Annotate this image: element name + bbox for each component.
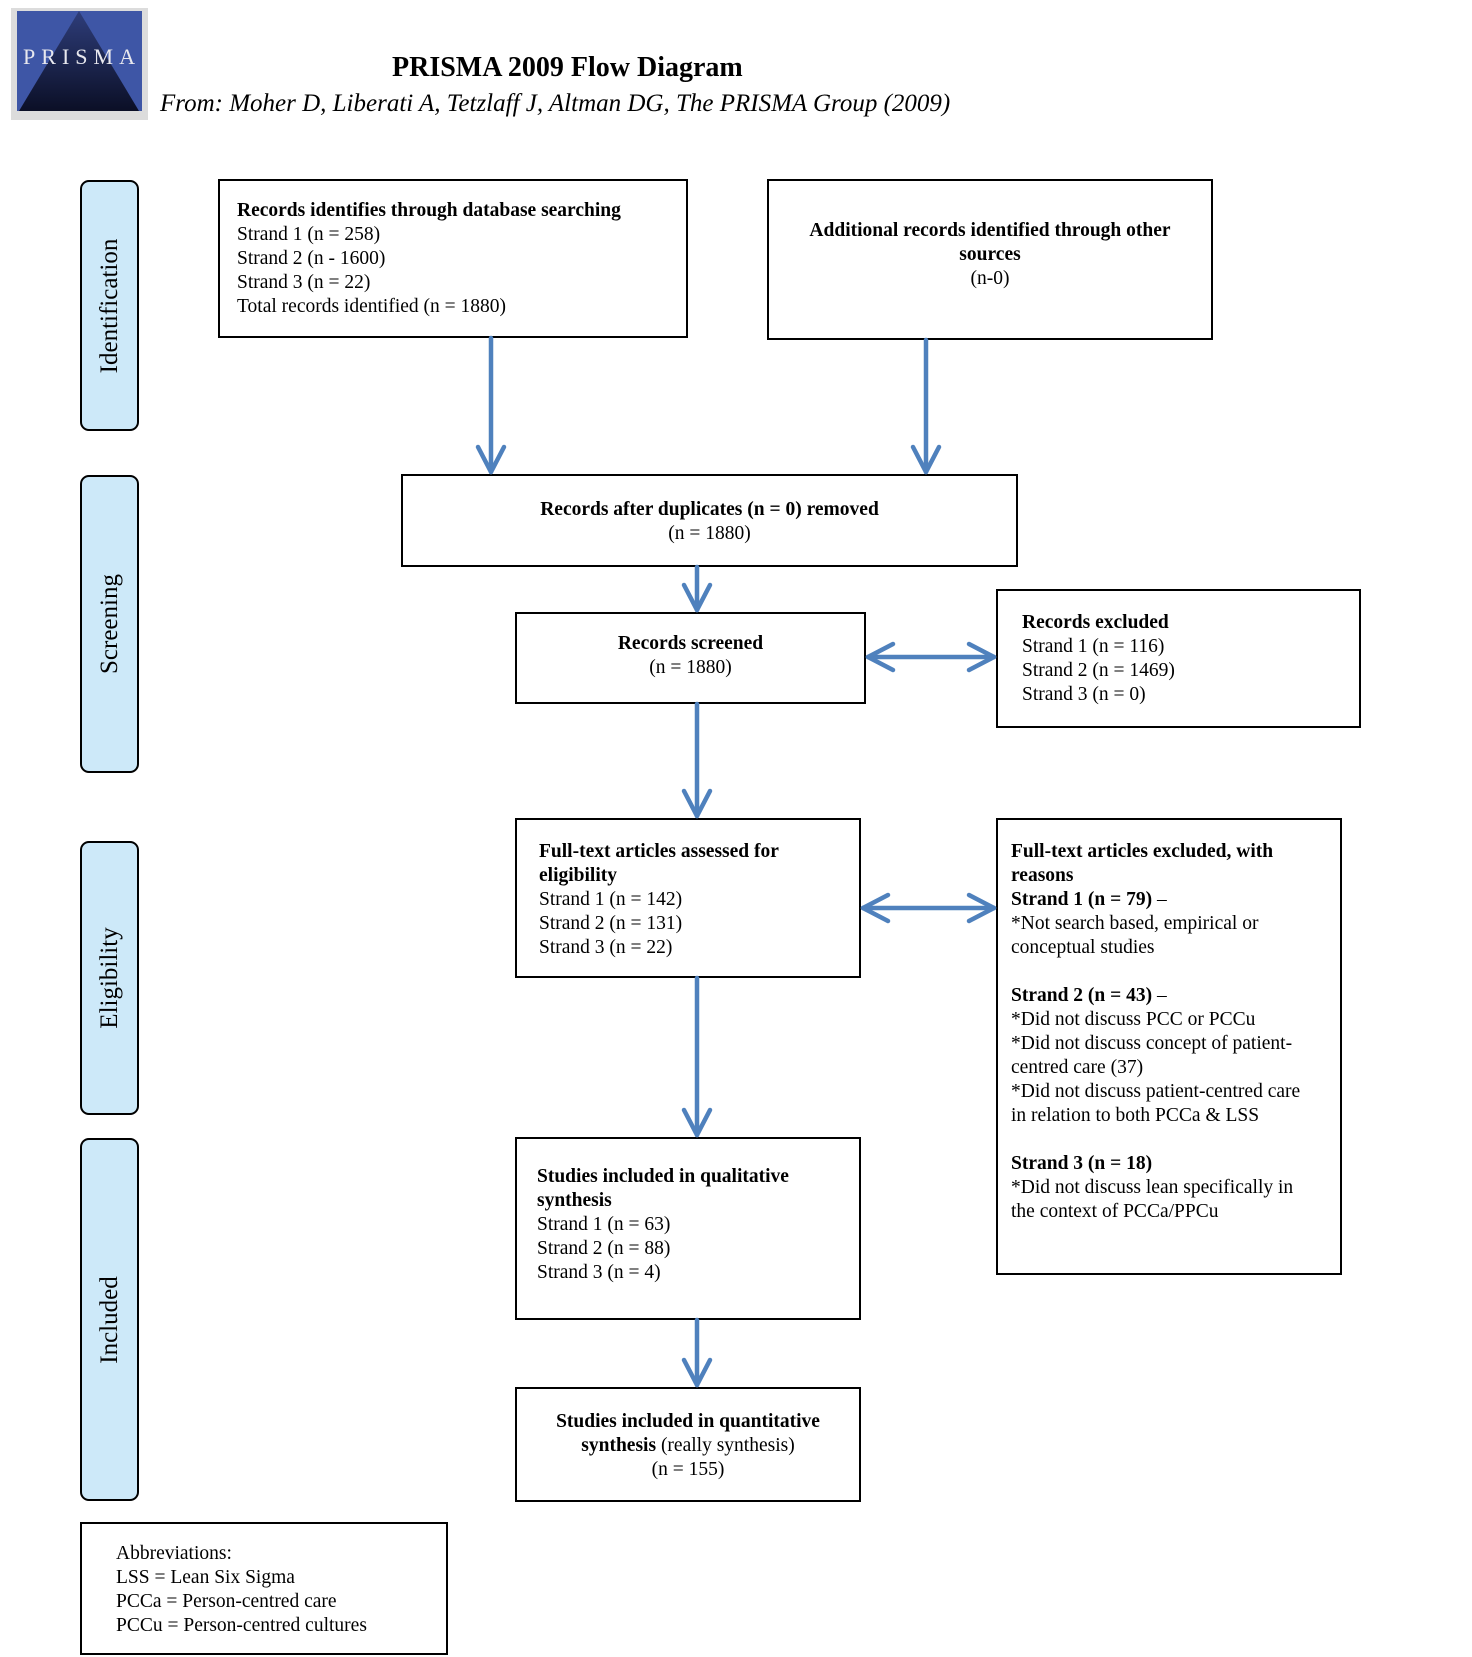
stage-identification: Identification [80,180,139,431]
reason-line: in relation to both PCCa & LSS [1011,1105,1260,1126]
other-sources-box: Additional records identified through ot… [767,179,1213,340]
database-records-box: Records identifies through database sear… [218,179,688,338]
box-title: Additional records identified through ot… [809,220,1171,241]
box-title: Abbreviations: [116,1543,232,1564]
box-title: synthesis [537,1190,612,1211]
abbreviation-line: PCCu = Person-centred cultures [116,1615,367,1636]
reason-line: centred care (37) [1011,1057,1144,1078]
stage-included: Included [80,1138,139,1501]
box-title: Studies included in quantitative [556,1411,820,1432]
box-title: Full-text articles excluded, with [1011,841,1274,862]
reason-line: *Did not discuss PCC or PCCu [1011,1009,1256,1030]
strand-dash: – [1152,889,1167,910]
abbreviation-line: LSS = Lean Six Sigma [116,1567,295,1588]
stage-screening: Screening [80,475,139,773]
duplicates-removed-box: Records after duplicates (n = 0) removed… [401,474,1018,567]
box-line: Strand 2 (n - 1600) [237,248,386,269]
strand2-heading: Strand 2 (n = 43) – [1011,984,1340,1008]
box-line: Strand 2 (n = 1469) [1022,660,1175,681]
box-line: Strand 3 (n = 22) [237,272,371,293]
box-title: Records identifies through database sear… [237,200,621,221]
box-line: Strand 3 (n = 4) [537,1262,661,1283]
reason-line: *Did not discuss concept of patient- [1011,1033,1293,1054]
strand1-heading: Strand 1 (n = 79) – [1011,888,1340,912]
box-count: (n-0) [970,268,1010,289]
title-bold-part: synthesis [581,1435,657,1456]
box-title: Records screened [617,633,764,654]
arrow-database-to-duplicates [475,335,507,475]
box-line: Strand 1 (n = 258) [237,224,381,245]
reason-line: the context of PCCa/PPCu [1011,1201,1219,1222]
records-excluded-box: Records excluded Strand 1 (n = 116) Stra… [996,589,1361,728]
box-line: Strand 1 (n = 63) [537,1214,671,1235]
box-title-line2: synthesis (really synthesis) [517,1434,859,1458]
reason-line: *Did not discuss lean specifically in [1011,1177,1294,1198]
arrow-fulltext-excluded-double [860,892,997,924]
box-line: Strand 2 (n = 88) [537,1238,671,1259]
arrow-screened-excluded-double [865,641,997,673]
arrow-screened-to-fulltext [681,701,713,819]
stage-eligibility: Eligibility [80,841,139,1115]
strand-dash: – [1152,985,1167,1006]
box-count: (n = 155) [651,1459,725,1480]
prisma-logo: PRISMA [11,8,148,120]
arrow-fulltext-to-qualitative [681,975,713,1138]
strand3-heading: Strand 3 (n = 18) [1011,1153,1153,1174]
arrow-duplicates-to-screened [681,564,713,613]
records-screened-box: Records screened (n = 1880) [515,612,866,704]
reason-line: conceptual studies [1011,937,1155,958]
box-title: Full-text articles assessed for [539,841,779,862]
qualitative-synthesis-box: Studies included in qualitative synthesi… [515,1137,861,1320]
arrow-other-to-duplicates [910,337,942,475]
reason-line: *Not search based, empirical or [1011,913,1259,934]
box-count: (n = 1880) [649,657,732,678]
arrow-qualitative-to-quantitative [681,1317,713,1388]
title-normal-part: (really synthesis) [656,1435,795,1456]
abbreviations-box: Abbreviations: LSS = Lean Six Sigma PCCa… [80,1522,448,1655]
strand-label: Strand 1 (n = 79) [1011,889,1153,910]
box-title: reasons [1011,865,1074,886]
box-title: Records excluded [1022,612,1169,633]
diagram-title: PRISMA 2009 Flow Diagram [392,52,743,83]
fulltext-excluded-box: Full-text articles excluded, with reason… [996,818,1342,1275]
abbreviation-line: PCCa = Person-centred care [116,1591,337,1612]
box-title: sources [959,244,1021,265]
diagram-citation: From: Moher D, Liberati A, Tetzlaff J, A… [160,90,951,117]
box-line: Strand 3 (n = 22) [539,937,673,958]
reason-line: *Did not discuss patient-centred care [1011,1081,1301,1102]
box-title: eligibility [539,865,617,886]
logo-wordmark: PRISMA [23,44,141,69]
box-line: Strand 1 (n = 116) [1022,636,1165,657]
box-count: (n = 1880) [668,523,751,544]
box-title: Records after duplicates (n = 0) removed [540,499,879,520]
fulltext-assessed-box: Full-text articles assessed for eligibil… [515,818,861,978]
box-line: Strand 3 (n = 0) [1022,684,1146,705]
box-line: Strand 2 (n = 131) [539,913,683,934]
box-line: Total records identified (n = 1880) [237,296,507,317]
box-line: Strand 1 (n = 142) [539,889,683,910]
box-title: Studies included in qualitative [537,1166,789,1187]
strand-label: Strand 2 (n = 43) [1011,985,1153,1006]
quantitative-synthesis-box: Studies included in quantitative synthes… [515,1387,861,1502]
